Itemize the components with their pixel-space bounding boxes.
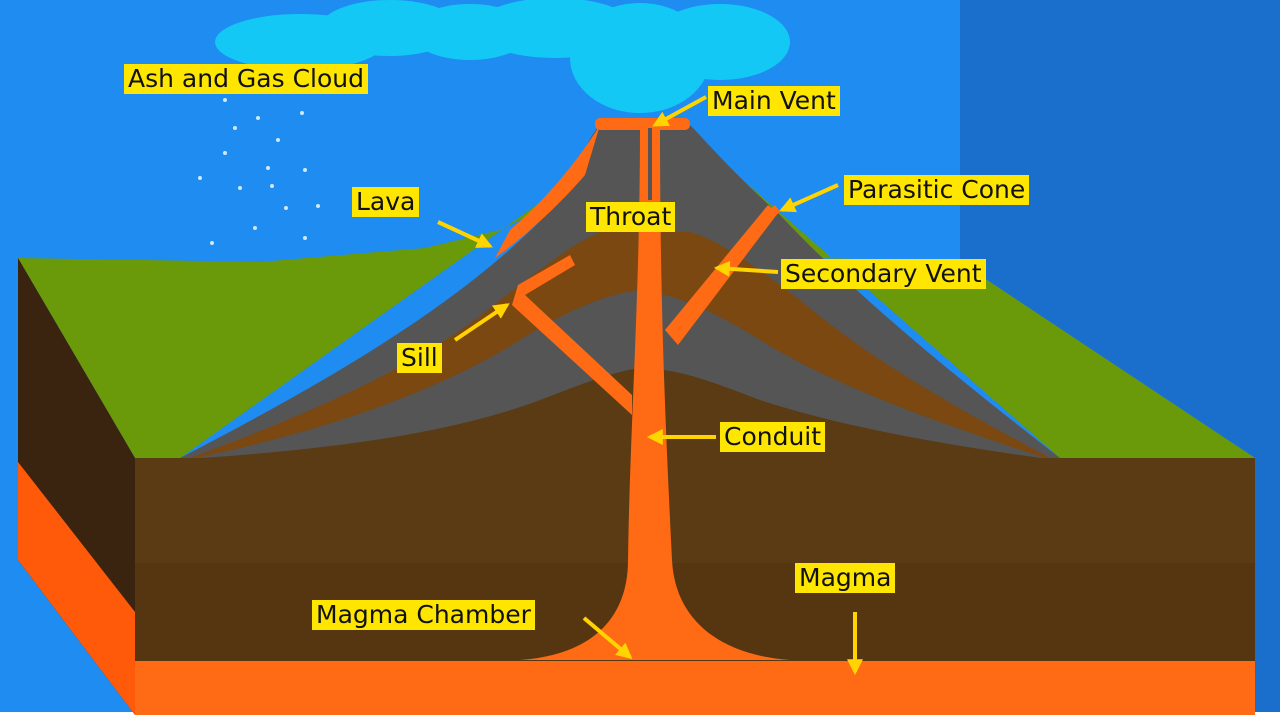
label-parasitic-cone: Parasitic Cone [844,175,1030,205]
grass-left [18,160,600,458]
sky-back-wall [960,0,1280,720]
sill-branch [512,255,632,415]
arrow-sill [453,303,510,342]
label-sill: Sill [397,343,442,373]
label-lava: Lava [352,187,420,217]
label-main-vent: Main Vent [708,86,840,116]
label-throat: Throat [586,202,676,232]
arrow-parasitic-cone [779,183,839,213]
magma-side-face [18,462,135,715]
label-arrows [437,95,863,676]
ground-upper-layer [135,458,1255,563]
arrow-secondary-vent [713,260,779,277]
grass-right [680,125,1255,458]
arrow-magma-chamber [582,616,633,660]
arrow-main-vent [652,95,707,127]
magma-layer [135,661,1255,715]
ash-particles [198,98,320,245]
arrow-lava [437,220,493,248]
label-ash-cloud: Ash and Gas Cloud [124,64,368,94]
lava-flow [495,125,600,258]
bottom-strip [0,712,1280,720]
ash-gas-cloud [215,0,790,113]
magma-conduit [520,125,790,660]
label-magma-chamber: Magma Chamber [312,600,535,630]
volcano-core-dirt [200,368,1040,458]
label-magma: Magma [795,563,896,593]
label-conduit: Conduit [720,422,826,452]
main-vent-top [595,118,690,130]
label-secondary-vent: Secondary Vent [781,259,986,289]
